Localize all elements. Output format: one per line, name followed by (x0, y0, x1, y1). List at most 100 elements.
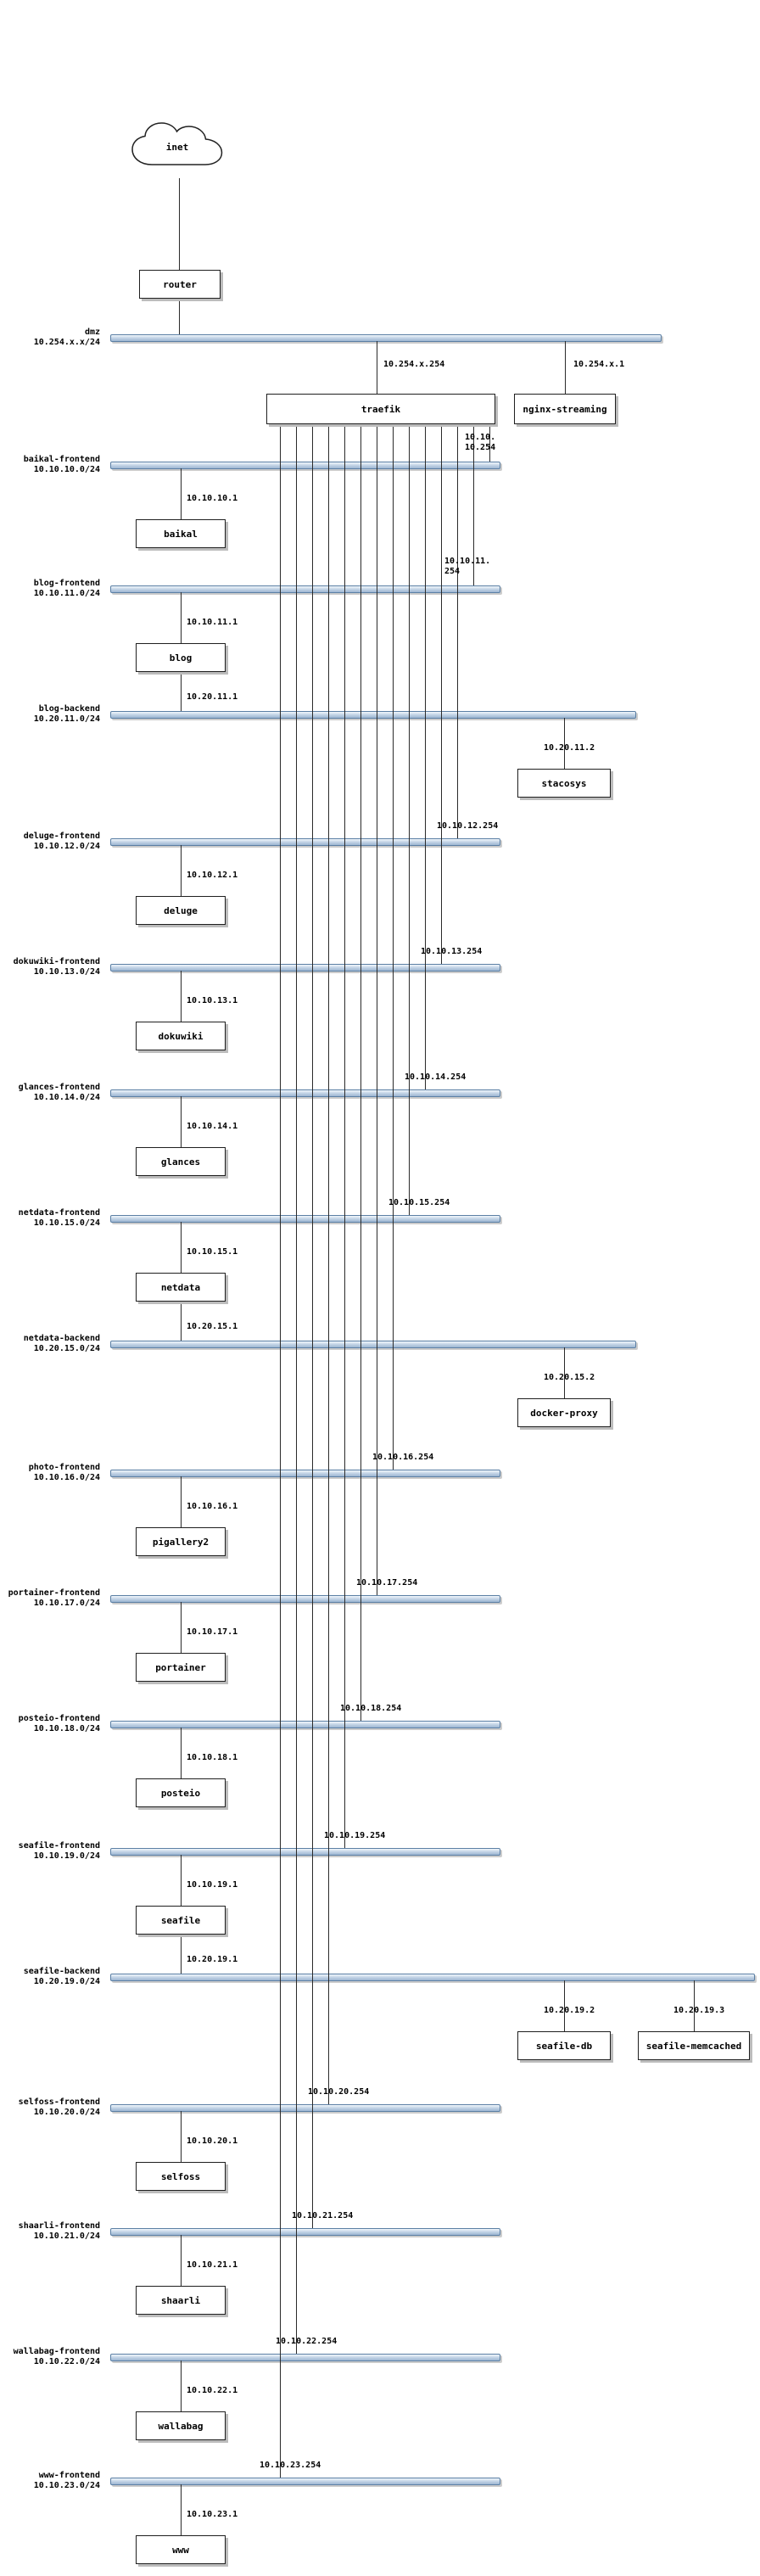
edge-bus-blog (181, 592, 182, 643)
container-ip-blog: 10.10.11.1 (187, 618, 238, 627)
edge-bus-deluge (181, 845, 182, 896)
edge-traefik-photo-frontend (393, 424, 394, 1470)
container-node-deluge: deluge (136, 896, 226, 925)
edge-traefik-seafile-frontend (344, 424, 345, 1848)
network-label-deluge-frontend: deluge-frontend 10.10.12.0/24 (0, 832, 105, 852)
edge-bus-seafile-db (564, 1980, 565, 2031)
edge-blog-blog-backend (181, 672, 182, 711)
gateway-ip-shaarli-frontend: 10.10.21.254 (292, 2211, 354, 2220)
gateway-ip-glances-frontend: 10.10.14.254 (405, 1072, 467, 1082)
container-node-shaarli: shaarli (136, 2286, 226, 2315)
edge-traefik-wallabag-frontend (296, 424, 297, 2354)
network-name: posteio-frontend (18, 1714, 100, 1723)
gateway-ip-posteio-frontend: 10.10.18.254 (340, 1704, 402, 1713)
container-node-glances: glances (136, 1147, 226, 1176)
network-name: selfoss-frontend (18, 2097, 100, 2107)
container-ip-portainer: 10.10.17.1 (187, 1627, 238, 1637)
container-ip-glances: 10.10.14.1 (187, 1122, 238, 1131)
network-name: blog-backend (38, 704, 100, 714)
container-label: docker-proxy (530, 1407, 598, 1419)
network-label-blog-backend: blog-backend 10.20.11.0/24 (0, 704, 105, 725)
container-ip-selfoss: 10.10.20.1 (187, 2136, 238, 2146)
internet-label: inet (166, 142, 189, 153)
gateway-ip-netdata-frontend: 10.10.15.254 (388, 1198, 450, 1207)
edge-bus-seafile-memcached (694, 1980, 695, 2031)
network-name: shaarli-frontend (18, 2221, 100, 2231)
traefik-dmz-ip: 10.254.x.254 (383, 360, 445, 369)
network-name: photo-frontend (28, 1463, 100, 1472)
edge-bus-selfoss (181, 2111, 182, 2162)
container-ip-seafile: 10.10.19.1 (187, 1880, 238, 1890)
network-name: seafile-backend (23, 1967, 100, 1976)
container-node-seafile: seafile (136, 1906, 226, 1935)
container-label: stacosys (541, 777, 587, 789)
network-subnet: 10.10.22.0/24 (33, 2357, 100, 2366)
edge-bus-docker-proxy (564, 1347, 565, 1398)
edge-bus-shaarli (181, 2235, 182, 2286)
network-label-www-frontend: www-frontend 10.10.23.0/24 (0, 2471, 105, 2491)
network-name: wallabag-frontend (13, 2347, 100, 2356)
container-node-selfoss: selfoss (136, 2162, 226, 2191)
container-ip-stacosys: 10.20.11.2 (544, 743, 595, 753)
network-name: baikal-frontend (23, 455, 100, 464)
nginx-streaming-label: nginx-streaming (522, 403, 607, 415)
network-name: seafile-frontend (18, 1841, 100, 1851)
network-subnet: 10.10.11.0/24 (33, 589, 100, 598)
network-subnet: 10.10.21.0/24 (33, 2232, 100, 2241)
edge-netdata-netdata-backend (181, 1302, 182, 1341)
router-label: router (163, 278, 197, 290)
netdata-backend-link-ip: 10.20.15.1 (187, 1322, 238, 1331)
container-ip-deluge: 10.10.12.1 (187, 871, 238, 880)
network-label-dmz: dmz 10.254.x.x/24 (0, 328, 105, 348)
container-label: www (172, 2544, 189, 2556)
network-bus-blog-backend (110, 711, 636, 719)
internet-cloud-icon: inet (131, 122, 223, 165)
container-ip-shaarli: 10.10.21.1 (187, 2260, 238, 2270)
network-name: portainer-frontend (8, 1588, 100, 1598)
container-node-netdata: netdata (136, 1273, 226, 1302)
edge-bus-stacosys (564, 718, 565, 769)
edge-bus-wallabag (181, 2360, 182, 2411)
gateway-ip-photo-frontend: 10.10.16.254 (372, 1453, 434, 1462)
network-bus-blog-frontend (110, 585, 500, 593)
network-label-netdata-frontend: netdata-frontend 10.10.15.0/24 (0, 1208, 105, 1229)
container-ip-wallabag: 10.10.22.1 (187, 2386, 238, 2395)
gateway-ip-wallabag-frontend: 10.10.22.254 (276, 2337, 338, 2346)
network-bus-seafile-frontend (110, 1848, 500, 1856)
nginx-streaming-dmz-ip: 10.254.x.1 (573, 360, 625, 369)
edge-bus-www (181, 2484, 182, 2535)
traefik-node: traefik (266, 394, 495, 424)
container-ip-seafile-db: 10.20.19.2 (544, 2006, 595, 2015)
network-subnet: 10.10.14.0/24 (33, 1093, 100, 1102)
network-name: www-frontend (38, 2471, 100, 2480)
network-label-blog-frontend: blog-frontend 10.10.11.0/24 (0, 579, 105, 599)
network-label-posteio-frontend: posteio-frontend 10.10.18.0/24 (0, 1714, 105, 1734)
container-node-portainer: portainer (136, 1653, 226, 1682)
gateway-ip-www-frontend: 10.10.23.254 (260, 2461, 321, 2470)
container-label: seafile (160, 1914, 201, 1926)
network-subnet: 10.20.19.0/24 (33, 1977, 100, 1986)
edge-bus-glances (181, 1096, 182, 1147)
container-label: wallabag (158, 2420, 204, 2432)
container-ip-www: 10.10.23.1 (187, 2510, 238, 2519)
network-label-seafile-frontend: seafile-frontend 10.10.19.0/24 (0, 1841, 105, 1862)
network-bus-netdata-backend (110, 1341, 636, 1348)
network-bus-selfoss-frontend (110, 2104, 500, 2112)
network-name: deluge-frontend (23, 832, 100, 841)
network-subnet: 10.10.19.0/24 (33, 1851, 100, 1861)
network-name: dokuwiki-frontend (13, 957, 100, 966)
network-name-dmz: dmz (84, 328, 100, 337)
container-label: pigallery2 (152, 1536, 210, 1548)
network-label-wallabag-frontend: wallabag-frontend 10.10.22.0/24 (0, 2347, 105, 2367)
network-bus-glances-frontend (110, 1089, 500, 1097)
network-label-baikal-frontend: baikal-frontend 10.10.10.0/24 (0, 455, 105, 475)
container-node-posteio: posteio (136, 1778, 226, 1807)
container-label: seafile-memcached (645, 2040, 742, 2052)
network-bus-wallabag-frontend (110, 2354, 500, 2361)
network-bus-posteio-frontend (110, 1721, 500, 1728)
network-label-netdata-backend: netdata-backend 10.20.15.0/24 (0, 1334, 105, 1354)
network-subnet: 10.20.15.0/24 (33, 1344, 100, 1353)
edge-bus-pigallery2 (181, 1476, 182, 1527)
container-label: portainer (155, 1661, 206, 1673)
router-node: router (139, 270, 221, 299)
